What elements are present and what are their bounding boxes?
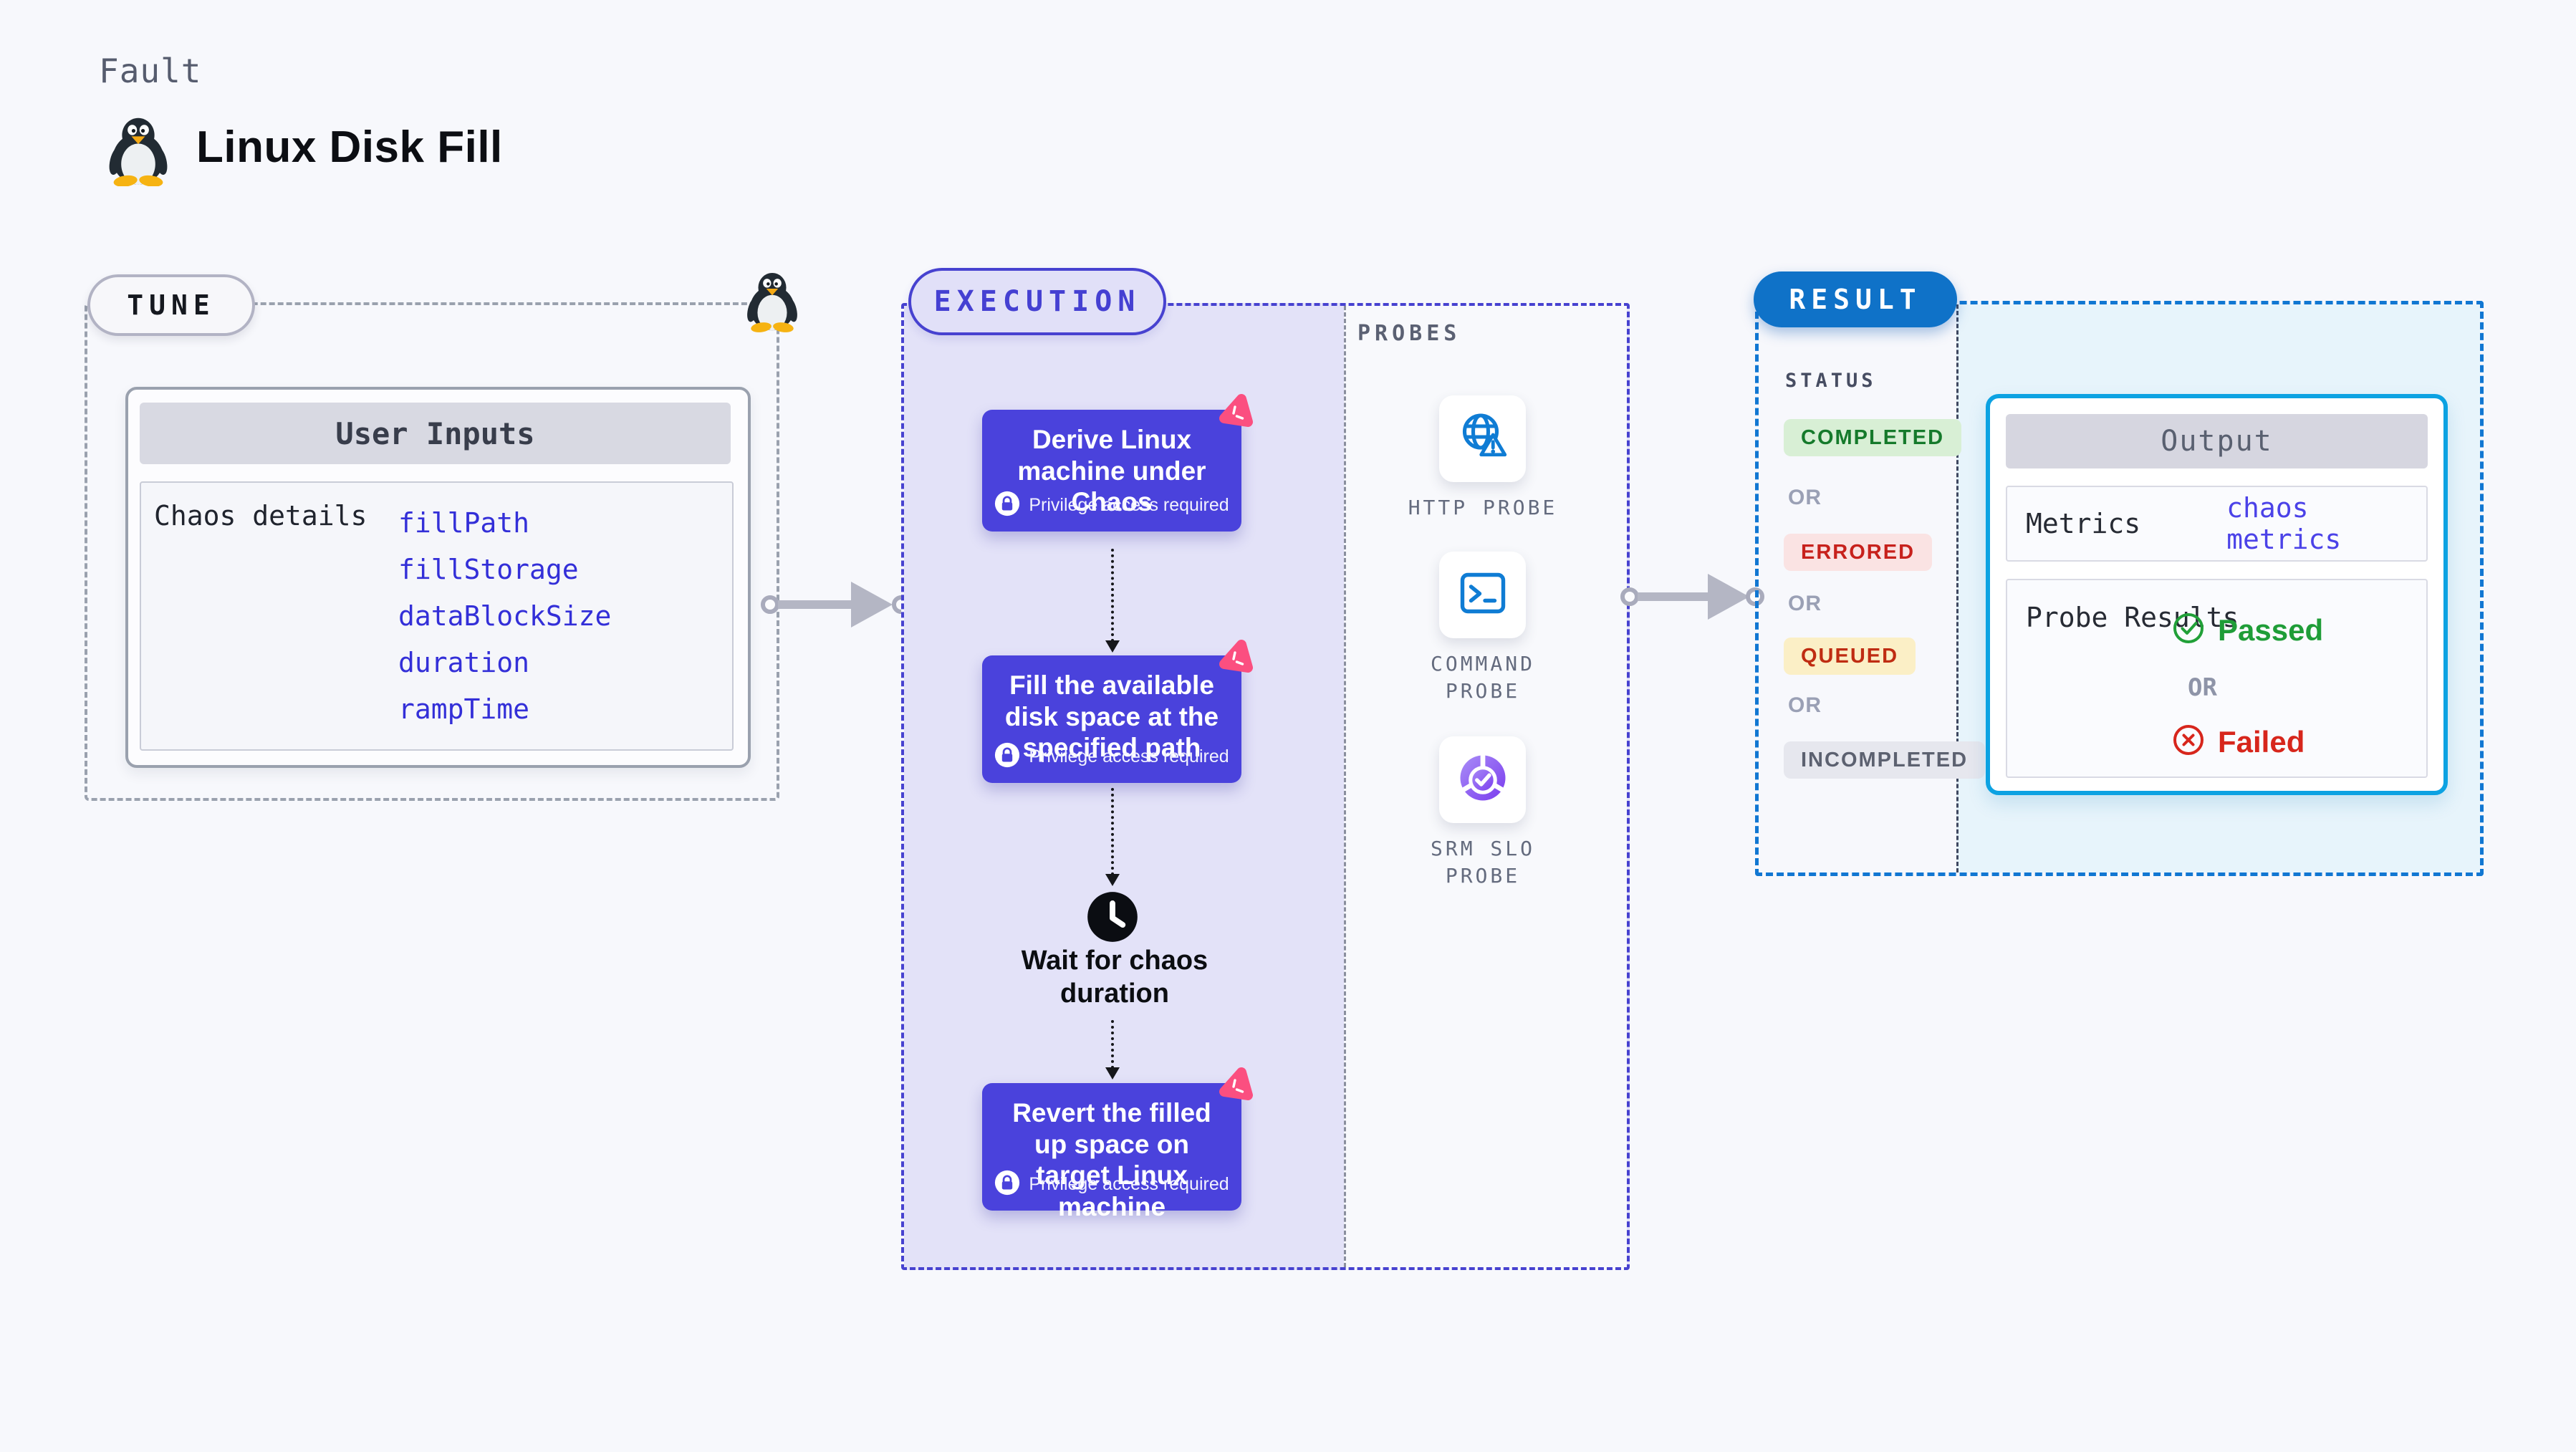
status-badge-incompleted: INCOMPLETED — [1784, 741, 1986, 779]
probes-label: PROBES — [1357, 321, 1461, 346]
fault-kicker: Fault — [99, 52, 202, 90]
step-title: Revert the filled up space on target Lin… — [1012, 1098, 1211, 1221]
arrow-probes-to-result — [1638, 592, 1708, 601]
status-badge-errored: ERRORED — [1784, 534, 1933, 571]
chaos-details-label: Chaos details — [154, 500, 367, 532]
probe-results-row: Probe Results Passed OR — [2006, 579, 2428, 778]
srm-slo-probe-card — [1439, 736, 1526, 823]
arrow-tune-to-execution — [778, 600, 851, 609]
dotted-connector — [1111, 788, 1114, 875]
command-probe-card — [1439, 552, 1526, 638]
param-datablocksize[interactable]: dataBlockSize — [398, 600, 612, 632]
dotted-arrowhead — [1105, 874, 1120, 886]
connector-ring — [1620, 587, 1639, 606]
status-badge-queued: QUEUED — [1784, 638, 1916, 675]
page-title: Linux Disk Fill — [196, 122, 503, 172]
step-card-revert: Revert the filled up space on target Lin… — [982, 1067, 1253, 1221]
tux-icon — [107, 115, 169, 187]
tune-badge: TUNE — [87, 274, 255, 336]
slo-pie-check-icon — [1455, 750, 1511, 809]
arrowhead — [1708, 574, 1749, 620]
or-label: OR — [2188, 673, 2217, 702]
connector-ring — [761, 595, 779, 614]
dotted-connector — [1111, 549, 1114, 642]
privilege-note: Privilege access required — [1029, 1174, 1229, 1194]
tux-icon — [746, 269, 799, 332]
param-fillstorage[interactable]: fillStorage — [398, 554, 579, 585]
execution-badge: EXECUTION — [908, 268, 1166, 335]
metrics-label: Metrics — [2026, 508, 2141, 539]
chaos-logo-icon — [1213, 1063, 1259, 1109]
step-card-fill: Fill the available disk space at the spe… — [982, 640, 1253, 783]
terminal-icon — [1455, 565, 1511, 625]
param-fillpath[interactable]: fillPath — [398, 507, 530, 539]
user-inputs-header: User Inputs — [140, 403, 731, 464]
chaos-logo-icon — [1213, 635, 1259, 681]
param-ramptime[interactable]: rampTime — [398, 693, 530, 725]
failed-row: Failed — [2172, 723, 2305, 760]
status-badge-completed: COMPLETED — [1784, 419, 1962, 456]
param-list: fillPath fillStorage dataBlockSize durat… — [398, 500, 611, 733]
passed-label: Passed — [2218, 612, 2324, 647]
or-label: OR — [1788, 592, 1822, 615]
privilege-note: Privilege access required — [1029, 746, 1229, 766]
failed-label: Failed — [2218, 724, 2305, 759]
output-header: Output — [2006, 414, 2428, 468]
x-circle-icon — [2172, 723, 2205, 760]
metrics-row: Metrics chaos metrics — [2006, 486, 2428, 562]
check-circle-icon — [2172, 612, 2205, 648]
http-probe-label: HTTP PROBE — [1408, 496, 1558, 519]
step-title: Fill the available disk space at the spe… — [1004, 670, 1219, 763]
dotted-connector — [1111, 1020, 1114, 1069]
dotted-arrowhead — [1105, 640, 1120, 653]
http-probe-card — [1439, 395, 1526, 482]
privilege-note: Privilege access required — [1029, 495, 1229, 515]
lock-icon — [994, 742, 1020, 771]
or-label: OR — [1788, 693, 1822, 717]
clock-icon — [1085, 890, 1140, 944]
or-label: OR — [1788, 486, 1822, 509]
probes-divider — [1344, 306, 1346, 1267]
dotted-arrowhead — [1105, 1067, 1120, 1080]
arrowhead — [851, 582, 893, 628]
passed-row: Passed — [2172, 612, 2323, 648]
lock-icon — [994, 491, 1020, 520]
metrics-value-link[interactable]: chaos metrics — [2226, 492, 2342, 555]
globe-alert-icon — [1455, 409, 1511, 468]
srm-slo-probe-label: SRM SLO PROBE — [1430, 837, 1535, 888]
user-inputs-body — [140, 481, 734, 751]
step-card-derive: Derive Linux machine under Chaos Privile… — [982, 394, 1253, 532]
step-title: Derive Linux machine under Chaos — [1017, 425, 1206, 517]
lock-icon — [994, 1170, 1020, 1199]
wait-label: Wait for chaos duration — [1021, 946, 1208, 1009]
chaos-logo-icon — [1213, 390, 1259, 436]
output-card: Output Metrics chaos metrics Probe Resul… — [1986, 394, 2448, 795]
status-label: STATUS — [1785, 370, 1877, 392]
command-probe-label: COMMAND PROBE — [1430, 652, 1535, 703]
result-badge: RESULT — [1754, 271, 1957, 327]
tune-section — [85, 302, 779, 801]
param-duration[interactable]: duration — [398, 647, 530, 678]
